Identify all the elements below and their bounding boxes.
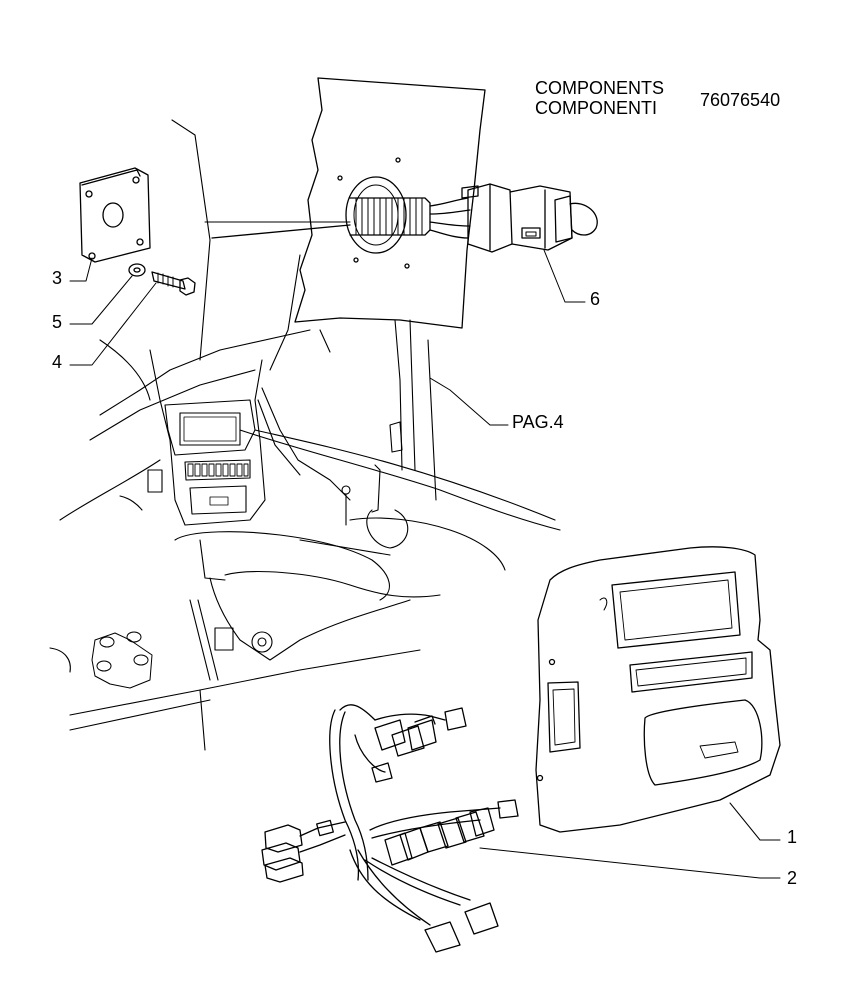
cab-interior bbox=[50, 120, 560, 750]
callout-label-3: 3 bbox=[52, 268, 63, 288]
part-number: 76076540 bbox=[700, 90, 781, 110]
cover-plate-item-3 bbox=[80, 168, 150, 262]
corrugated-conduit bbox=[350, 198, 470, 238]
callout-label-4: 4 bbox=[52, 352, 63, 372]
callout-label-2: 2 bbox=[787, 868, 798, 888]
washer-item-5 bbox=[129, 264, 145, 276]
inset-leader-line bbox=[212, 225, 350, 238]
bulkhead-panel-inset bbox=[295, 78, 485, 328]
connector-item-6 bbox=[462, 184, 597, 252]
page-reference-label: PAG.4 bbox=[512, 412, 564, 432]
console-panel-item-1 bbox=[536, 547, 780, 832]
header-title-italian: COMPONENTI bbox=[535, 98, 658, 118]
callout-leaders bbox=[70, 250, 780, 878]
callout-label-6: 6 bbox=[590, 289, 601, 309]
mounting-pads bbox=[92, 632, 152, 688]
callout-label-5: 5 bbox=[52, 312, 63, 332]
wiring-harness-item-2 bbox=[262, 705, 518, 952]
callout-label-1: 1 bbox=[787, 827, 798, 847]
screw-item-4 bbox=[152, 272, 195, 295]
header-title-english: COMPONENTS bbox=[535, 78, 665, 98]
